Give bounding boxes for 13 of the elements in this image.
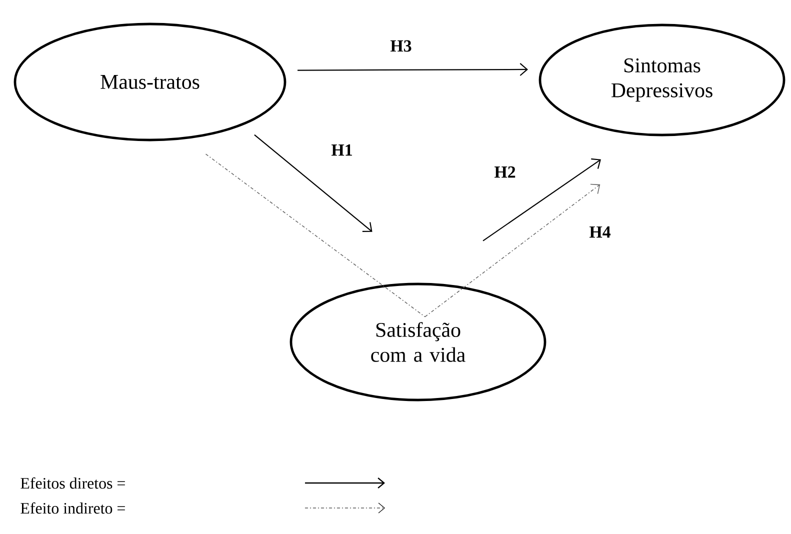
legend-text: Efeito indireto = <box>20 502 125 514</box>
ellipse-node: Maus-tratos <box>14 22 286 142</box>
arrow <box>298 63 528 76</box>
edge-label: H4 <box>589 226 611 238</box>
arrow <box>482 158 601 242</box>
ellipse-node: Satisfação com a vida <box>290 282 546 402</box>
arrow <box>254 134 372 232</box>
edge-label: H2 <box>494 166 516 178</box>
ellipse-node: Sintomas Depressivos <box>538 24 786 136</box>
edge-label: H3 <box>390 40 412 52</box>
legend-text: Efeitos diretos = <box>20 477 125 489</box>
arrow <box>424 184 600 318</box>
edge-label: H1 <box>331 144 352 156</box>
